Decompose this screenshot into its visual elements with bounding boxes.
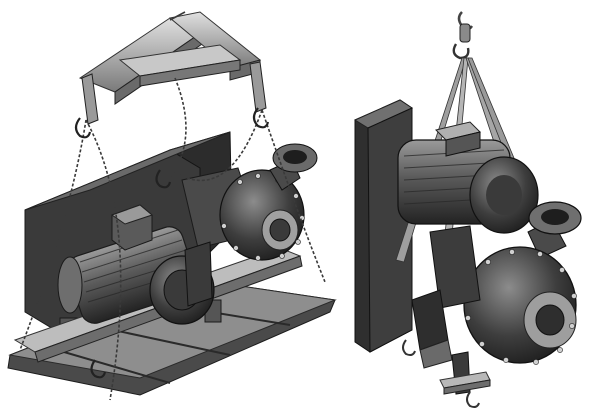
left-assembly — [7, 11, 337, 401]
left-hooks — [74, 107, 270, 379]
right-back-panel — [353, 99, 414, 353]
left-chains — [19, 11, 326, 401]
right-assembly — [353, 11, 582, 408]
right-discharge-nozzle — [527, 201, 582, 259]
left-motor — [57, 204, 215, 325]
right-support-stand — [402, 289, 491, 408]
right-motor — [397, 121, 539, 234]
left-spreader-beam — [78, 11, 267, 125]
left-pump-casing — [181, 143, 318, 307]
right-pump-casing — [429, 225, 577, 365]
